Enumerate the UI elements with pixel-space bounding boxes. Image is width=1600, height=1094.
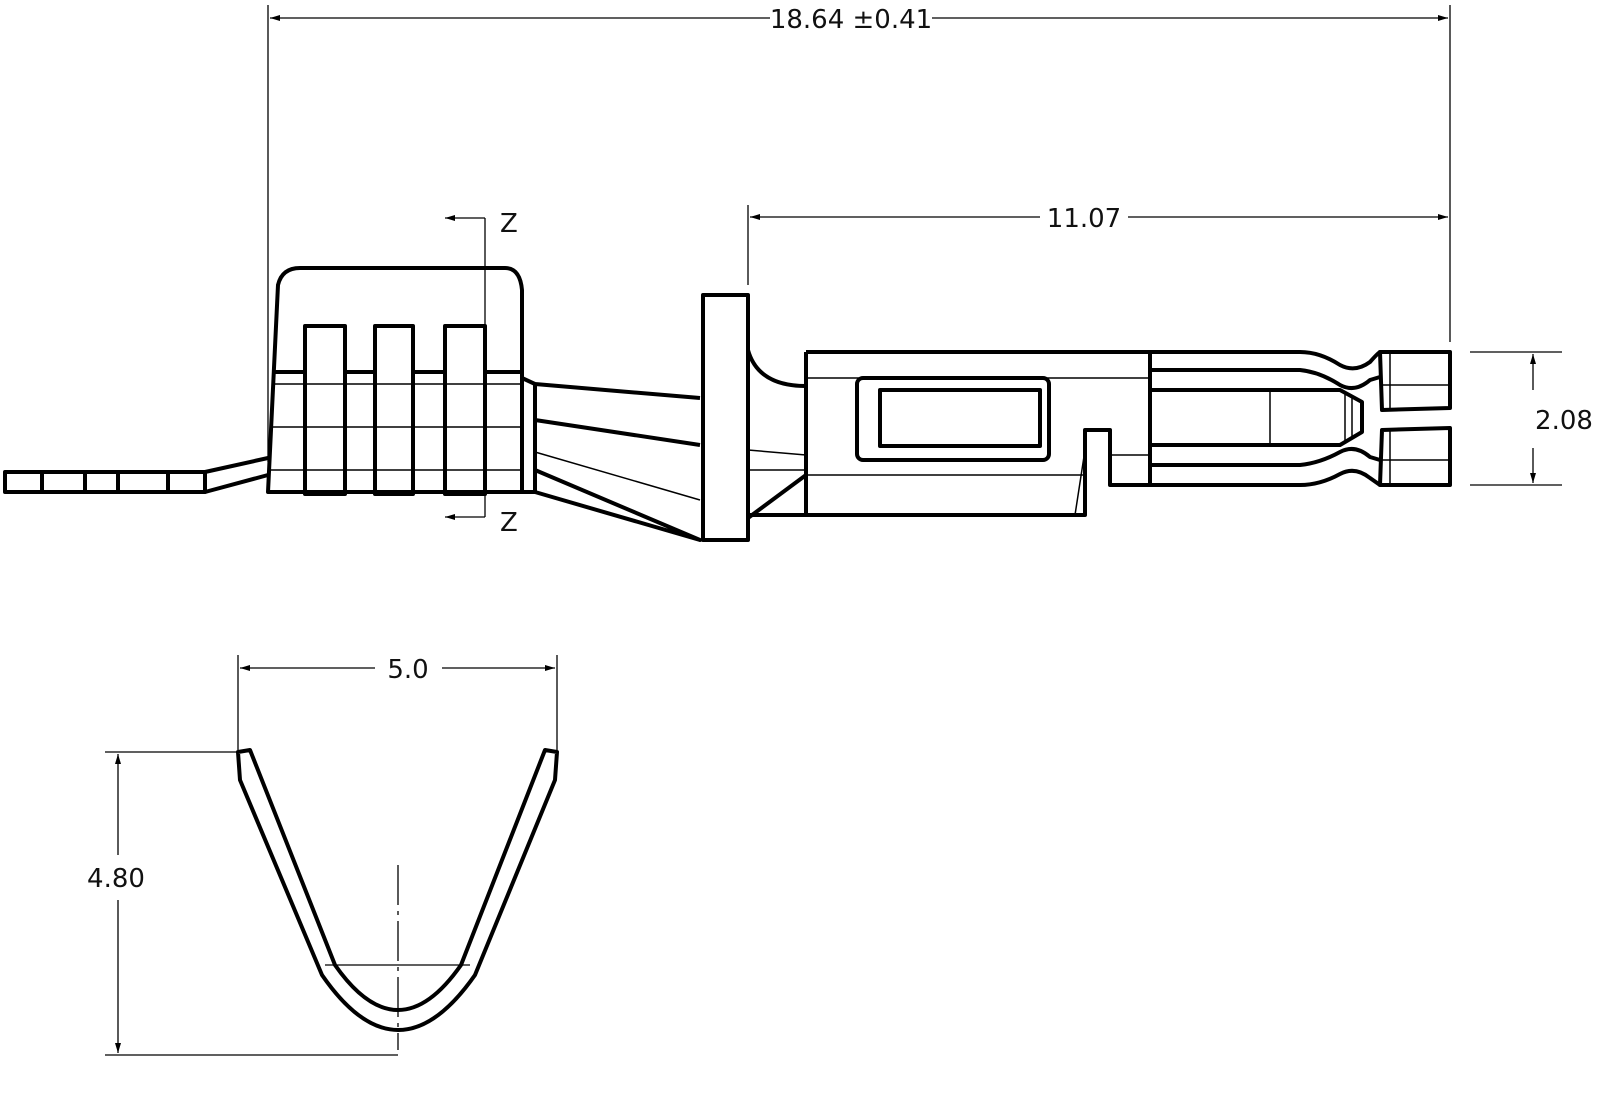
overall-length-dimension: 18.64 ±0.41 bbox=[267, 5, 1451, 462]
crimp-cross-section: 5.0 4.80 bbox=[87, 655, 559, 1056]
section-marker-bottom-label: Z bbox=[500, 508, 518, 538]
crimp-height-label: 4.80 bbox=[87, 864, 145, 894]
contact-height-label: 2.08 bbox=[1535, 406, 1593, 436]
overall-length-label: 18.64 ±0.41 bbox=[770, 5, 932, 35]
crimp-width-label: 5.0 bbox=[387, 655, 428, 685]
contact-length-label: 11.07 bbox=[1047, 204, 1121, 234]
section-marker-z: Z Z bbox=[445, 209, 518, 538]
section-marker-top-label: Z bbox=[500, 209, 518, 239]
contact-height-dimension: 2.08 bbox=[1470, 351, 1593, 486]
contact-length-dimension: 11.07 bbox=[747, 204, 1448, 285]
terminal-side-view bbox=[3, 266, 1452, 542]
